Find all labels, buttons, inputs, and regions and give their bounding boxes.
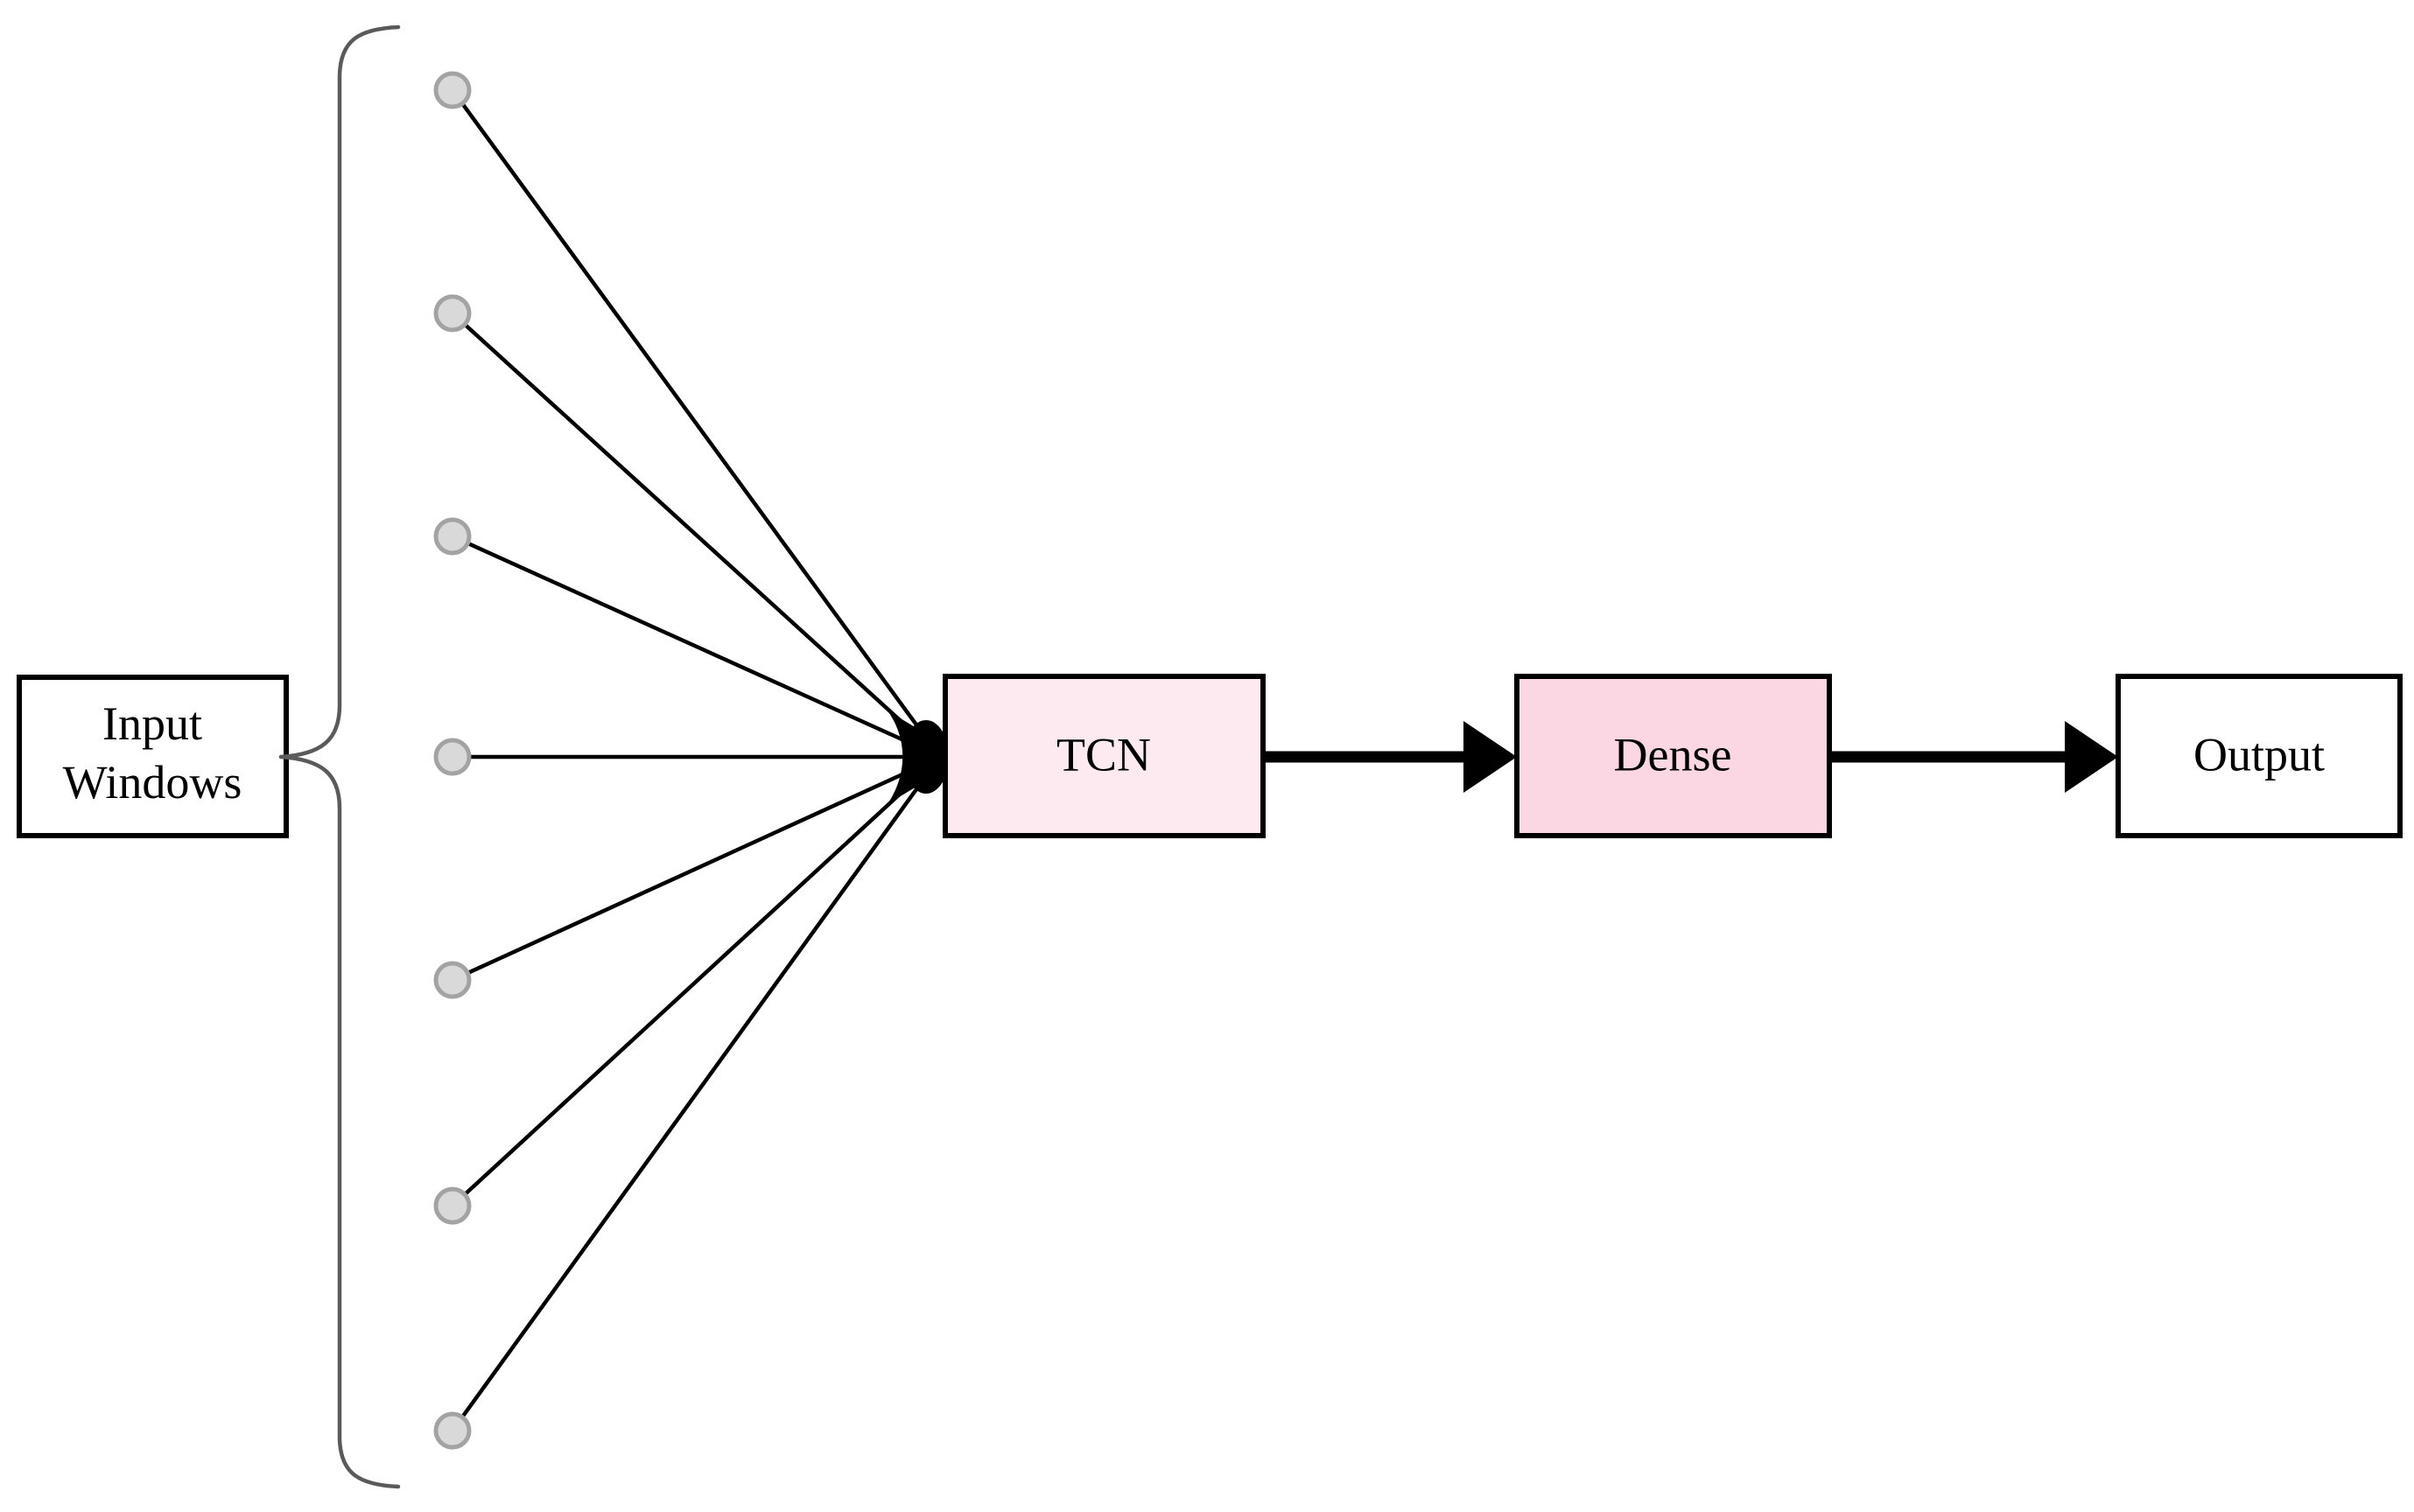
- block-output[interactable]: Output: [2116, 674, 2403, 838]
- output-label: Output: [2193, 728, 2325, 780]
- fan-line-node-2: [462, 322, 941, 758]
- arrow-dense-to-output: [1829, 721, 2118, 793]
- input-windows-brace: [278, 24, 401, 1489]
- fan-line-node-5: [466, 756, 941, 976]
- dense-label: Dense: [1614, 728, 1732, 780]
- input-node[interactable]: [433, 517, 472, 556]
- arrow-tcn-to-dense: [1263, 721, 1517, 793]
- input-windows-label-line-1: Input: [102, 697, 202, 750]
- input-node[interactable]: [433, 1186, 472, 1225]
- tcn-label: TCN: [1056, 728, 1151, 780]
- fan-line-node-3: [466, 541, 941, 759]
- input-windows-label-line-2: Windows: [63, 756, 242, 808]
- arrow-dense-to-output-head: [2065, 721, 2118, 793]
- arrow-tcn-to-dense-head: [1463, 721, 1517, 793]
- input-node[interactable]: [433, 961, 472, 999]
- input-node-group: [433, 71, 472, 1450]
- fan-line-node-1: [460, 102, 941, 757]
- fan-line-node-6: [462, 756, 941, 1197]
- output-rect[interactable]: [2116, 674, 2403, 838]
- input-node[interactable]: [433, 71, 472, 109]
- fan-in-convergence-point: [903, 720, 949, 794]
- brace-lower-half: [278, 754, 401, 1489]
- input-node[interactable]: [433, 1411, 472, 1450]
- block-tcn[interactable]: TCN: [943, 674, 1266, 838]
- input-node[interactable]: [433, 738, 472, 776]
- input-windows-rect[interactable]: [17, 675, 289, 838]
- fan-in-connections: [460, 102, 949, 1419]
- brace-upper-half: [278, 24, 401, 760]
- dense-rect[interactable]: [1514, 674, 1832, 838]
- block-input-windows[interactable]: Input Windows: [17, 675, 289, 838]
- input-node[interactable]: [433, 294, 472, 332]
- tcn-rect[interactable]: [943, 674, 1266, 838]
- block-dense[interactable]: Dense: [1514, 674, 1832, 838]
- fan-line-node-7: [460, 757, 941, 1419]
